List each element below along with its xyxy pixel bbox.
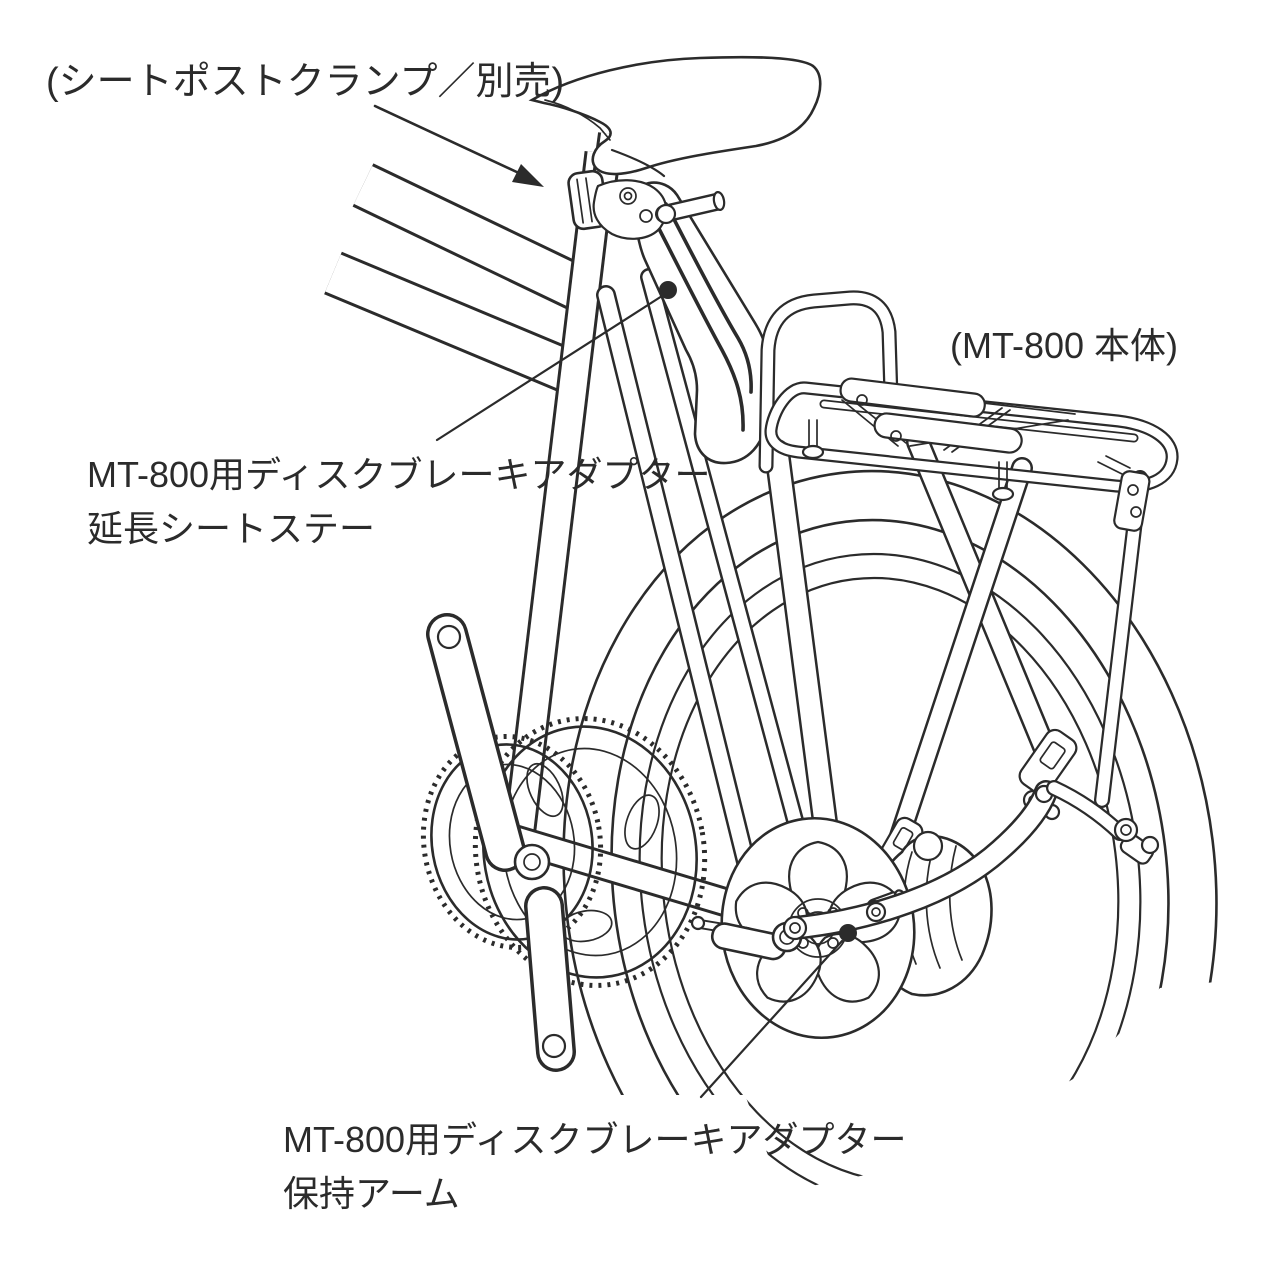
bumper-bolt (890, 430, 902, 442)
mount-bolt (991, 461, 1015, 502)
chainring-large (482, 725, 698, 979)
clamp-arrow-head (512, 164, 544, 187)
deck-bumper-bar (839, 377, 986, 418)
saddle-rail (610, 148, 666, 178)
rear-rack (758, 290, 1179, 897)
seatpost-clamp-assembly (567, 169, 726, 240)
saddle-nose-seam (544, 99, 611, 141)
rotor-cutout (814, 932, 880, 1003)
chainring-cutout (526, 762, 564, 818)
tire-outer (562, 469, 1218, 1192)
ext-stay-leader (435, 294, 664, 442)
far-dropout-hardware (1113, 817, 1160, 865)
bottom-bracket (513, 843, 551, 881)
label-rack-body: (MT-800 本体) (950, 325, 1178, 366)
cassette-top-cog (912, 830, 944, 862)
mount-bolt (801, 419, 825, 460)
clamp-arrow-line (373, 104, 523, 176)
arm-dot (839, 924, 857, 942)
chainring-large-teeth (472, 716, 708, 988)
label-seatpost-clamp: (シートポストクランプ／別売) (46, 61, 564, 103)
label-ext-stay-2: 延長シートステー (87, 508, 375, 549)
chainring-small-teeth (420, 733, 604, 951)
arm-pivot-bolt (782, 915, 808, 941)
light-mount-plate (1097, 455, 1151, 532)
extension-seat-stay (630, 181, 771, 465)
crankset (420, 613, 708, 1072)
saddle (528, 55, 822, 176)
arm-bolt (865, 901, 887, 923)
label-arm-1: MT-800用ディスクブレーキアダプター (283, 1119, 907, 1160)
label-arm-2: 保持アーム (283, 1173, 460, 1214)
deck-bumper-bar (873, 412, 1023, 454)
bumper-bolt (856, 394, 868, 406)
adapter-plate (592, 179, 668, 240)
bicycle-frame (324, 151, 813, 933)
pedal-hole-right (541, 1033, 567, 1059)
label-ext-stay-1: MT-800用ディスクブレーキアダプター (87, 454, 711, 495)
saddle-assembly (528, 55, 822, 194)
tire-inner (610, 518, 1170, 1192)
callouts: (シートポストクランプ／別売) (MT-800 本体) MT-800用ディスクブ… (46, 61, 1178, 1214)
chainring-cutout (624, 794, 660, 850)
retaining-arm (782, 780, 1160, 941)
arm-leader (699, 939, 844, 1099)
ext-stay-dot (659, 281, 677, 299)
pedal-hole-left (436, 624, 462, 650)
